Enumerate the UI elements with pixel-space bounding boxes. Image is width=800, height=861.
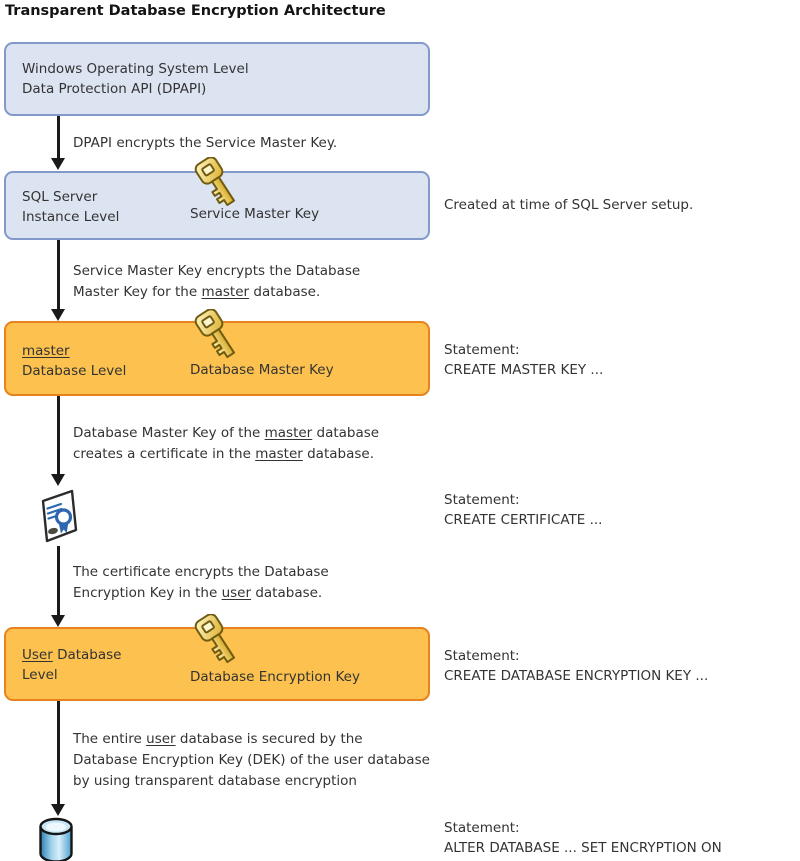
statement-label: Statement: — [444, 492, 520, 508]
statement-create-master-key: Statement: CREATE MASTER KEY ... — [444, 340, 603, 380]
statement-label: Statement: — [444, 342, 520, 358]
database-master-key-label: Database Master Key — [190, 362, 334, 378]
statement-text: CREATE CERTIFICATE ... — [444, 512, 603, 528]
dpapi-box: Windows Operating System Level Data Prot… — [4, 42, 430, 116]
master-db-box: master Database Level Database Master Ke… — [4, 309, 430, 396]
page-title: Transparent Database Encryption Architec… — [5, 3, 386, 19]
key-icon — [194, 157, 236, 207]
user-db-box: User Database Level Database Encryption … — [4, 614, 430, 701]
arrow-dpapi-to-instance — [57, 116, 60, 158]
statement-create-dek: Statement: CREATE DATABASE ENCRYPTION KE… — [444, 646, 708, 686]
arrowhead-dpapi-to-instance — [51, 158, 65, 170]
certificate-icon — [41, 489, 78, 543]
statement-label: Statement: — [444, 648, 520, 664]
arrow-master-to-certificate — [57, 396, 60, 474]
key-icon — [194, 614, 236, 664]
statement-alter-database: Statement: ALTER DATABASE ... SET ENCRYP… — [444, 818, 722, 858]
edge-label-tde-secures-database: The entire user database is secured by t… — [73, 731, 430, 789]
statement-text: CREATE MASTER KEY ... — [444, 362, 604, 378]
arrow-instance-to-master — [57, 240, 60, 309]
statement-create-certificate: Statement: CREATE CERTIFICATE ... — [444, 490, 602, 530]
edge-label-dpapi-encrypts-smk: DPAPI encrypts the Service Master Key. — [73, 135, 338, 151]
key-icon — [194, 309, 236, 359]
arrow-userdb-to-database — [57, 701, 60, 804]
arrowhead-userdb-to-database — [51, 804, 65, 816]
note-smk-created: Created at time of SQL Server setup. — [444, 197, 694, 213]
statement-text: ALTER DATABASE ... SET ENCRYPTION ON — [444, 840, 722, 856]
arrow-certificate-to-userdb — [57, 546, 60, 615]
arrowhead-master-to-certificate — [51, 474, 65, 486]
sql-instance-box-label: SQL Server Instance Level — [22, 189, 120, 225]
arrowhead-certificate-to-userdb — [51, 615, 65, 627]
statement-label: Statement: — [444, 820, 520, 836]
sql-instance-box: SQL Server Instance Level Service Master… — [4, 157, 430, 240]
user-db-box-label: User Database Level — [22, 647, 122, 683]
edge-label-smk-encrypts-dmk: Service Master Key encrypts the Database… — [73, 263, 361, 300]
database-cylinder-icon — [39, 817, 73, 861]
arrowhead-instance-to-master — [51, 309, 65, 321]
service-master-key-label: Service Master Key — [190, 206, 320, 222]
statement-text: CREATE DATABASE ENCRYPTION KEY ... — [444, 668, 709, 684]
database-encryption-key-label: Database Encryption Key — [190, 669, 360, 685]
master-db-box-label: master Database Level — [22, 343, 127, 379]
edge-label-certificate-encrypts-dek: The certificate encrypts the Database En… — [73, 564, 329, 601]
edge-label-dmk-creates-certificate: Database Master Key of the master databa… — [73, 425, 380, 462]
dpapi-box-label: Windows Operating System Level Data Prot… — [22, 61, 249, 97]
